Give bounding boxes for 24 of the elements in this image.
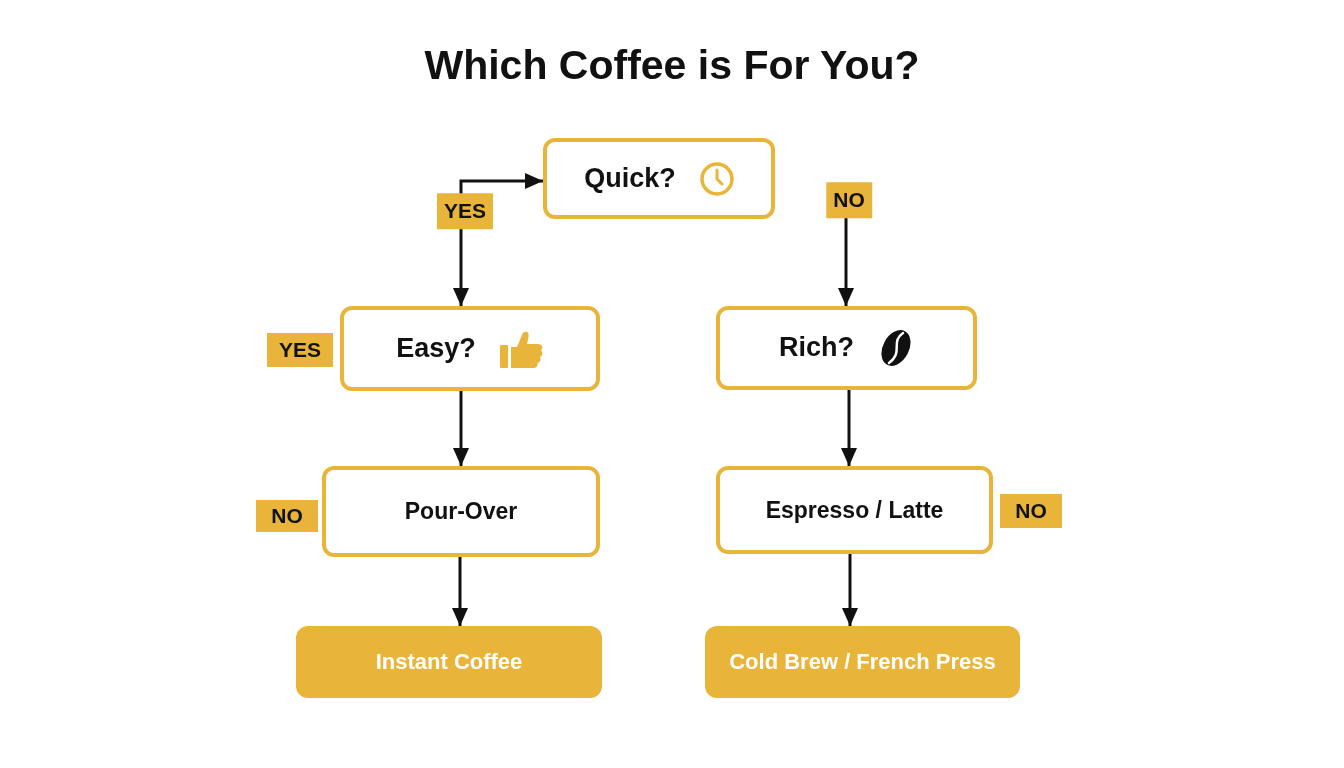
answer-tag: NO bbox=[1000, 494, 1062, 528]
option-label: Pour-Over bbox=[404, 497, 518, 526]
answer-tag: NO bbox=[256, 500, 318, 532]
arrow bbox=[453, 391, 469, 466]
title: Which Coffee is For You? bbox=[424, 41, 920, 90]
question-label: Easy? bbox=[396, 331, 476, 365]
result-label: Instant Coffee bbox=[375, 648, 523, 676]
result-box bbox=[296, 626, 602, 698]
decision-box bbox=[340, 306, 600, 391]
arrow bbox=[841, 390, 857, 466]
arrow bbox=[842, 554, 858, 626]
edge-label: YES bbox=[437, 193, 493, 229]
result-box bbox=[705, 626, 1020, 698]
option-box bbox=[322, 466, 600, 557]
decision-box bbox=[716, 306, 977, 390]
option-box bbox=[716, 466, 993, 554]
question-label: Rich? bbox=[779, 331, 854, 365]
edge-label: NO bbox=[826, 182, 872, 218]
decision-box bbox=[543, 138, 775, 219]
answer-tag: YES bbox=[267, 333, 333, 367]
result-label: Cold Brew / French Press bbox=[729, 648, 996, 676]
option-label: Espresso / Latte bbox=[765, 495, 944, 525]
question-label: Quick? bbox=[584, 161, 676, 195]
arrow bbox=[452, 557, 468, 626]
